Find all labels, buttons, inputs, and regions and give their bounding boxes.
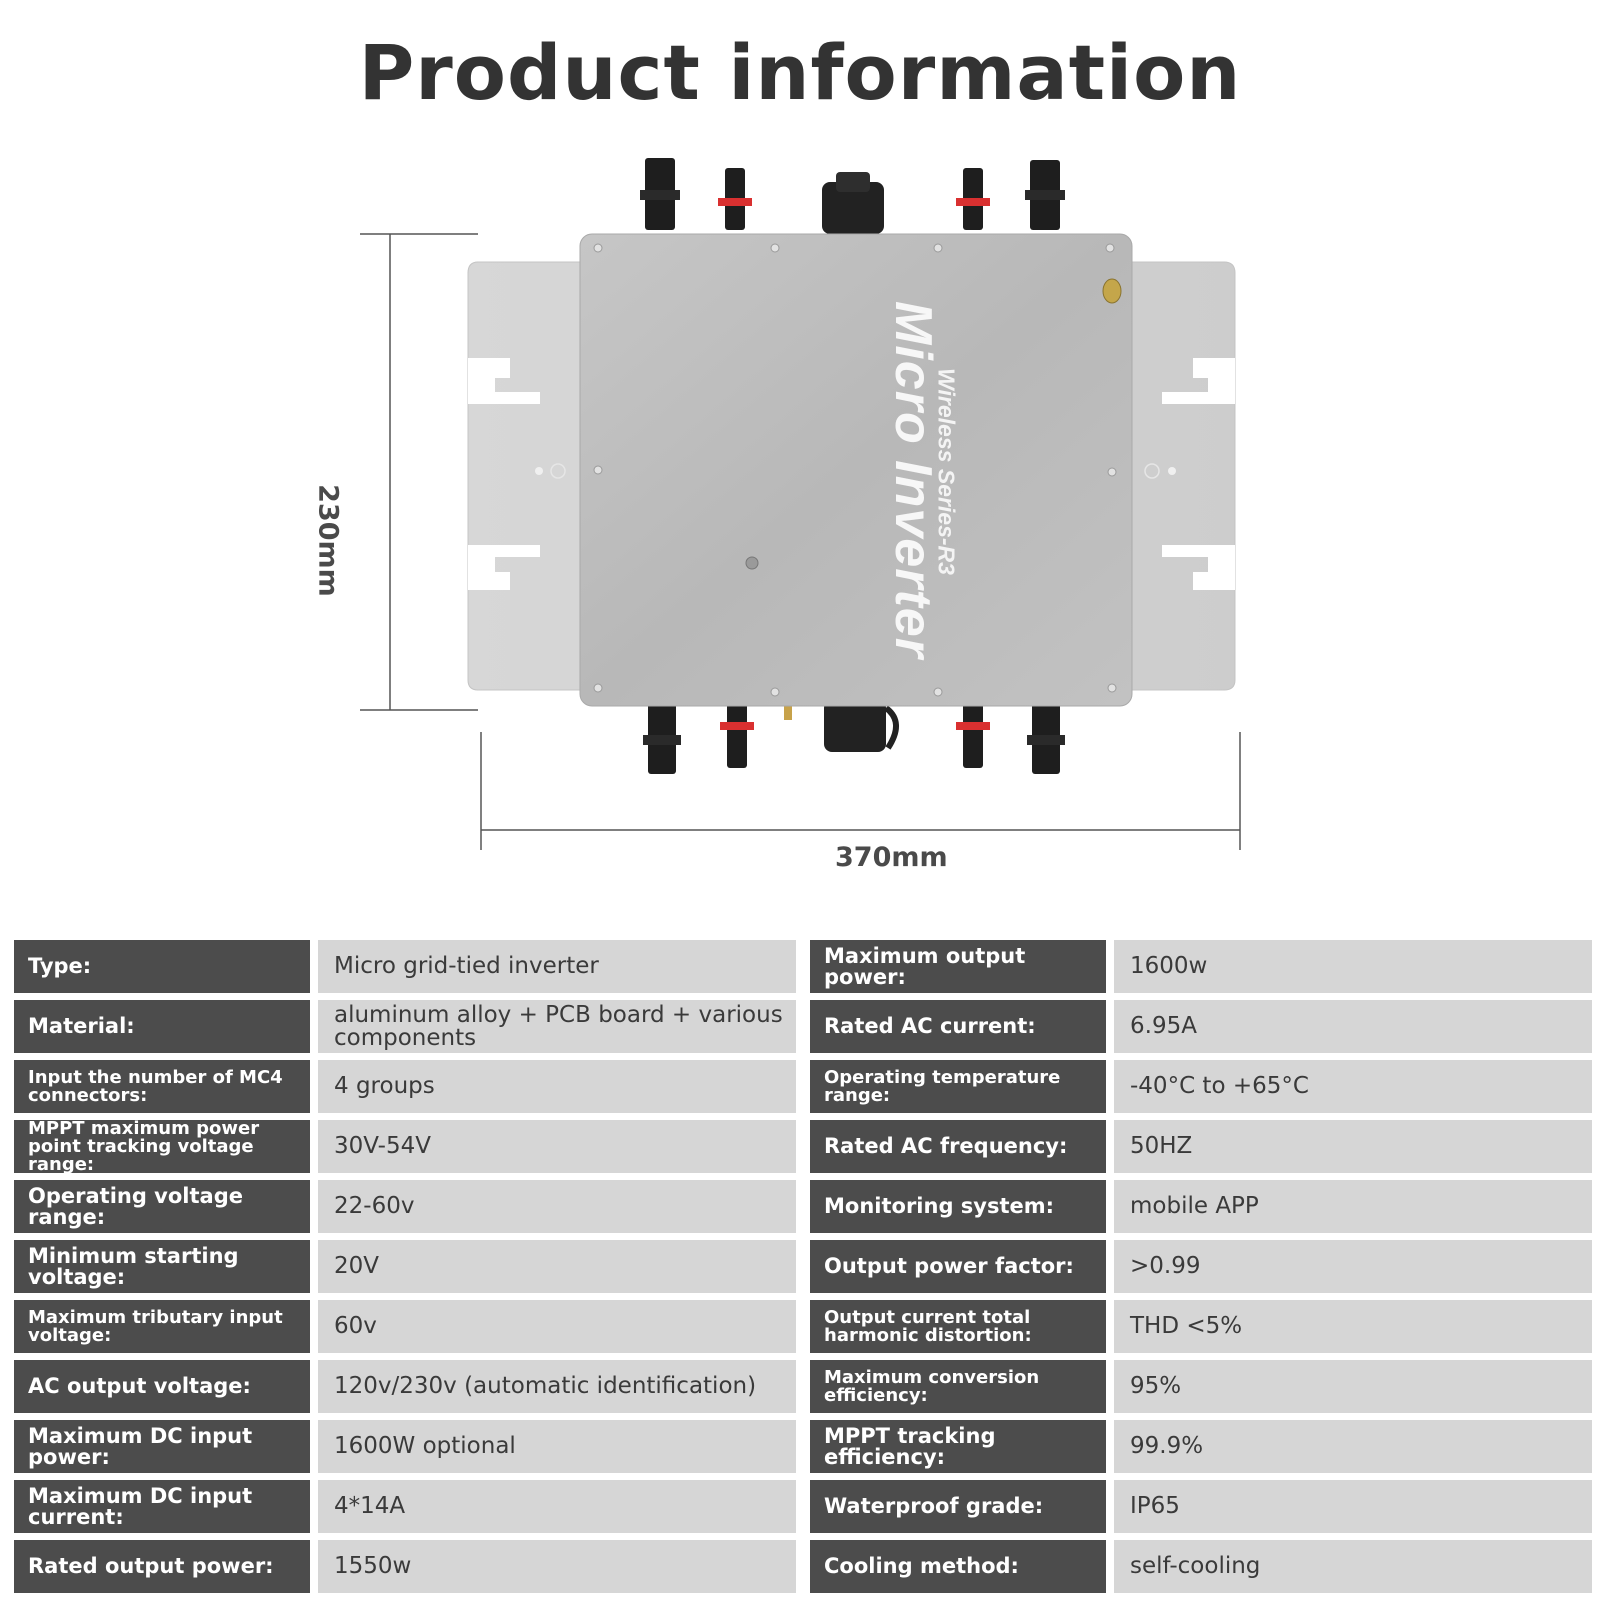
spec-label: Type: <box>14 940 310 993</box>
spec-label: Rated AC current: <box>810 1000 1106 1053</box>
spec-value: mobile APP <box>1114 1180 1592 1233</box>
dimension-lines <box>360 233 1241 850</box>
spec-label: Maximum tributary input voltage: <box>14 1300 310 1353</box>
spec-label: Rated AC frequency: <box>810 1120 1106 1173</box>
spec-value: IP65 <box>1114 1480 1592 1533</box>
spec-value: -40°C to +65°C <box>1114 1060 1592 1113</box>
inverter-illustration <box>360 158 1241 850</box>
spec-value: 4*14A <box>318 1480 796 1533</box>
spec-label: Maximum DC input current: <box>14 1480 310 1533</box>
height-dimension: 230mm <box>312 484 344 597</box>
top-connectors <box>640 158 1065 234</box>
spec-label: Material: <box>14 1000 310 1053</box>
plate-slots <box>468 358 1235 590</box>
spec-label: Monitoring system: <box>810 1180 1106 1233</box>
spec-value: 20V <box>318 1240 796 1293</box>
inverter-body <box>579 233 1133 707</box>
spec-label: Operating voltage range: <box>14 1180 310 1233</box>
spec-value: 95% <box>1114 1360 1592 1413</box>
spec-value: 1600W optional <box>318 1420 796 1473</box>
page-title: Product information <box>358 28 1242 117</box>
spec-label: Operating temperature range: <box>810 1060 1106 1113</box>
product-name-label: Micro Inverter <box>884 301 942 659</box>
spec-label: Output power factor: <box>810 1240 1106 1293</box>
spec-label: MPPT maximum power point tracking voltag… <box>14 1119 310 1173</box>
spec-label: MPPT tracking efficiency: <box>810 1420 1106 1473</box>
spec-label: Maximum conversion efficiency: <box>810 1360 1106 1413</box>
spec-label: Output current total harmonic distortion… <box>810 1300 1106 1353</box>
spec-value: 22-60v <box>318 1180 796 1233</box>
spec-label: Maximum output power: <box>810 940 1106 993</box>
spec-value: self-cooling <box>1114 1540 1592 1593</box>
spec-value: 1550w <box>318 1540 796 1593</box>
spec-label: AC output voltage: <box>14 1360 310 1413</box>
spec-value: 30V-54V <box>318 1120 796 1173</box>
spec-value: >0.99 <box>1114 1240 1592 1293</box>
spec-label: Rated output power: <box>14 1540 310 1593</box>
spec-value: 99.9% <box>1114 1420 1592 1473</box>
spec-label: Input the number of MC4 connectors: <box>14 1060 310 1113</box>
spec-value: 50HZ <box>1114 1120 1592 1173</box>
spec-value: Micro grid-tied inverter <box>318 940 796 993</box>
spec-label: Cooling method: <box>810 1540 1106 1593</box>
spec-label: Minimum starting voltage: <box>14 1240 310 1293</box>
spec-value: 60v <box>318 1300 796 1353</box>
spec-value: 4 groups <box>318 1060 796 1113</box>
spec-value: 1600w <box>1114 940 1592 993</box>
spec-value: aluminum alloy + PCB board + various com… <box>318 1000 796 1053</box>
spec-label: Waterproof grade: <box>810 1480 1106 1533</box>
spec-label: Maximum DC input power: <box>14 1420 310 1473</box>
width-dimension: 370mm <box>835 842 948 873</box>
bottom-connectors <box>643 700 1065 774</box>
spec-value: 6.95A <box>1114 1000 1592 1053</box>
spec-value: 120v/230v (automatic identification) <box>318 1360 796 1413</box>
spec-value: THD <5% <box>1114 1300 1592 1353</box>
